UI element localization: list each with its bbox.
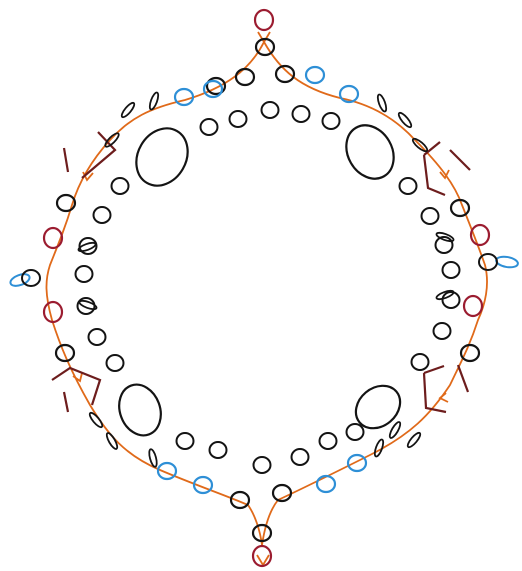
seed-bead-black <box>320 433 337 449</box>
seed-bead-black <box>443 262 460 278</box>
bugle-bead <box>406 431 422 449</box>
bead-layer <box>9 10 519 566</box>
seed-bead-black <box>347 424 364 440</box>
seed-bead-blue <box>306 67 324 83</box>
large-oval-bead <box>112 379 167 442</box>
seed-bead-black <box>422 208 439 224</box>
large-oval-bead <box>337 117 403 187</box>
bracket-bottom-right <box>424 365 468 412</box>
seed-bead-black <box>451 200 469 216</box>
seed-bead-blue <box>348 455 366 471</box>
seed-bead-black <box>94 207 111 223</box>
bracket-top-right <box>424 142 470 195</box>
seed-bead-blue <box>317 476 335 492</box>
loop-bead-black <box>479 254 497 270</box>
seed-bead-black <box>434 323 451 339</box>
seed-bead-black <box>177 433 194 449</box>
seed-bead-red <box>44 302 62 322</box>
seed-bead-black <box>293 106 310 122</box>
seed-bead-black <box>201 119 218 135</box>
seed-bead-black <box>412 354 429 370</box>
bugle-bead <box>120 101 136 119</box>
bracket-bottom-left <box>52 368 100 412</box>
seed-bead-black <box>323 113 340 129</box>
seed-bead-black <box>253 525 271 541</box>
seed-bead-black <box>230 111 247 127</box>
seed-bead-black <box>292 449 309 465</box>
seed-bead-black <box>112 178 129 194</box>
seed-bead-black <box>461 345 479 361</box>
seed-bead-black <box>276 66 294 82</box>
large-oval-bead <box>126 119 198 195</box>
loop-bead-black <box>22 270 40 286</box>
thread-arrow-right-bottom <box>440 393 448 402</box>
drop-bead-blue <box>495 255 518 269</box>
seed-bead-black <box>400 178 417 194</box>
seed-bead-red <box>464 296 482 316</box>
seed-bead-black <box>254 457 271 473</box>
bracket-top-left <box>64 132 115 178</box>
seed-bead-red <box>44 228 62 248</box>
bugle-bead <box>79 299 98 311</box>
bugle-bead <box>376 94 388 113</box>
seed-bead-black <box>76 266 93 282</box>
seed-bead-black <box>236 69 254 85</box>
seed-bead-blue <box>175 89 193 105</box>
seed-bead-red <box>255 10 273 30</box>
seed-bead-black <box>107 355 124 371</box>
seed-bead-black <box>89 329 106 345</box>
seed-bead-black <box>210 442 227 458</box>
seed-bead-black <box>262 102 279 118</box>
